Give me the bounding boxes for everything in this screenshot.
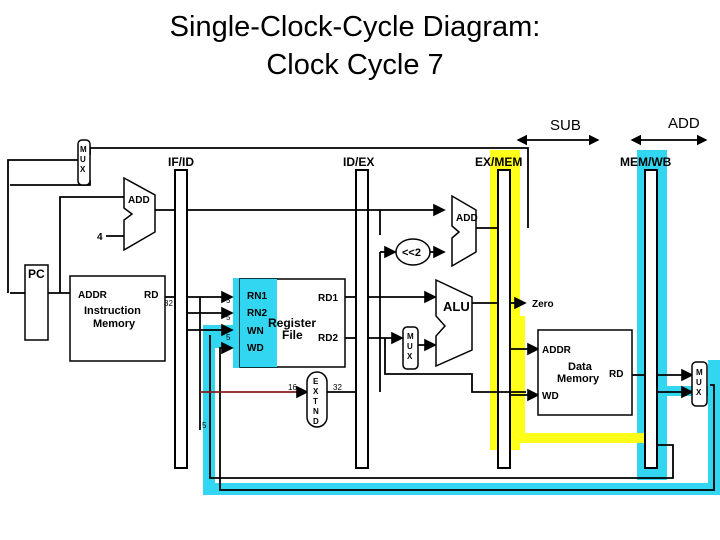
rf-wn: WN xyxy=(247,326,264,337)
alu-mux: M U X xyxy=(402,326,419,370)
width-rn1: 5 xyxy=(226,296,231,305)
if-id-register xyxy=(174,169,188,469)
extend-t: T xyxy=(313,397,318,406)
wire-pc-adder xyxy=(59,196,124,293)
wire-rd2-wd xyxy=(384,338,526,393)
diagram-title-line-1: Single-Clock-Cycle Diagram: xyxy=(169,11,541,43)
data-memory xyxy=(537,329,633,416)
wire-writeback xyxy=(219,341,715,491)
yellow-bottom-horizontal xyxy=(515,433,657,443)
constant-four: 4 xyxy=(97,232,103,243)
ex-mem-label: EX/MEM xyxy=(475,155,522,169)
yellow-top-stub xyxy=(503,316,525,326)
pc-adder-label: ADD xyxy=(128,195,150,206)
alu xyxy=(435,278,473,368)
pc-mux-m: M xyxy=(80,145,87,154)
wire-wn-loop xyxy=(209,335,674,479)
imem-width-label: 32 xyxy=(164,299,173,308)
sub-label: SUB xyxy=(550,117,581,134)
if-id-label: IF/ID xyxy=(168,155,194,169)
zero-label: Zero xyxy=(532,299,554,310)
id-ex-label: ID/EX xyxy=(343,155,374,169)
stage-markers: SUB ADD xyxy=(516,115,708,146)
width-rd-field: 5 xyxy=(202,421,207,430)
register-file-highlight xyxy=(240,279,277,367)
ex-mem-register xyxy=(497,169,511,469)
shift-left-2 xyxy=(395,238,431,266)
width-imm-out: 32 xyxy=(333,383,342,392)
add-label: ADD xyxy=(668,115,700,132)
dmem-addr-label: ADDR xyxy=(542,345,572,356)
branch-adder xyxy=(451,194,477,268)
mem-wb-register xyxy=(644,169,658,469)
wb-mux-m: M xyxy=(696,368,703,377)
sign-extend xyxy=(306,371,328,428)
width-rn2: 5 xyxy=(226,313,231,322)
mem-wb-label: MEM/WB xyxy=(620,155,672,169)
alu-label: ALU xyxy=(443,299,470,314)
cyan-bottom-horizontal xyxy=(203,483,720,495)
branch-adder-label: ADD xyxy=(456,213,478,224)
dmem-wd-label: WD xyxy=(542,391,559,402)
extend-e: E xyxy=(313,377,319,386)
diagram-title-line-2: Clock Cycle 7 xyxy=(266,49,444,81)
alu-mux-u: U xyxy=(407,342,413,351)
id-ex-register xyxy=(355,169,369,469)
writeback-mux: M U X xyxy=(691,361,708,407)
rf-rn2: RN2 xyxy=(247,308,267,319)
wire-left-loop xyxy=(7,159,78,293)
extend-d: D xyxy=(313,417,319,426)
dmem-rd-label: RD xyxy=(609,369,623,380)
dmem-title-1: Data xyxy=(568,361,593,373)
extend-n: N xyxy=(313,407,319,416)
pc-adder xyxy=(123,176,156,252)
imem-title-1: Instruction xyxy=(84,305,141,317)
imem-addr-label: ADDR xyxy=(78,290,108,301)
width-imm-in: 16 xyxy=(288,383,297,392)
yellow-right-vertical xyxy=(515,316,525,443)
width-wn: 5 xyxy=(226,333,231,342)
rf-title-2: File xyxy=(282,328,303,342)
cyan-left-vertical xyxy=(203,325,215,495)
extend-x: X xyxy=(313,387,319,396)
rf-rn1: RN1 xyxy=(247,291,267,302)
pc-mux-x: X xyxy=(80,165,86,174)
pc-mux: M U X xyxy=(77,139,91,186)
pc-mux-u: U xyxy=(80,155,86,164)
rf-wd: WD xyxy=(247,343,264,354)
imem-rd-label: RD xyxy=(144,290,158,301)
pc-label: PC xyxy=(28,267,45,281)
dmem-title-2: Memory xyxy=(557,373,600,385)
wb-mux-u: U xyxy=(696,378,702,387)
imem-title-2: Memory xyxy=(93,318,136,330)
pc-register xyxy=(24,264,49,341)
pipeline-register-bars xyxy=(174,169,658,469)
shift-label: <<2 xyxy=(402,247,421,259)
alu-mux-m: M xyxy=(407,332,414,341)
rf-rd2: RD2 xyxy=(318,333,338,344)
alu-mux-x: X xyxy=(407,352,413,361)
wb-mux-x: X xyxy=(696,388,702,397)
rf-rd1: RD1 xyxy=(318,293,338,304)
instruction-memory xyxy=(69,275,166,362)
rf-title-1: Register xyxy=(268,316,316,330)
